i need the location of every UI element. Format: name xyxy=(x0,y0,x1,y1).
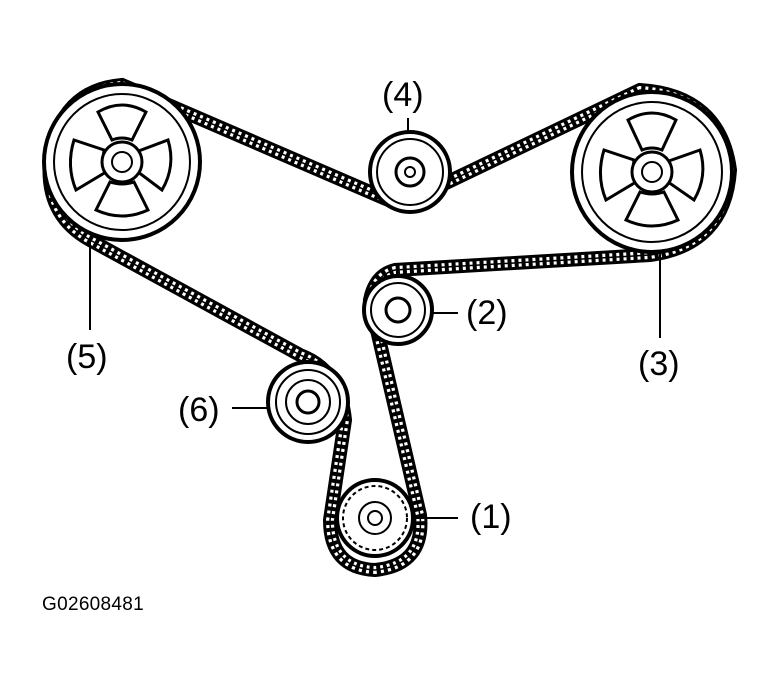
figure-id: G02608481 xyxy=(42,594,145,615)
callout-2: (2) xyxy=(466,294,508,332)
callout-4: (4) xyxy=(382,76,424,114)
callout-3: (3) xyxy=(638,345,680,383)
leader-lines xyxy=(89,118,661,519)
tensioner-pulley xyxy=(266,360,350,444)
callout-1: (1) xyxy=(470,498,512,536)
crankshaft-sprocket xyxy=(335,478,415,558)
callout-5: (5) xyxy=(66,338,108,376)
camshaft-sprocket-right xyxy=(570,90,734,254)
idler-pulley-top xyxy=(368,130,452,214)
camshaft-sprocket-left xyxy=(42,82,202,242)
callout-6: (6) xyxy=(178,391,220,429)
idler-pulley-middle xyxy=(362,274,434,346)
